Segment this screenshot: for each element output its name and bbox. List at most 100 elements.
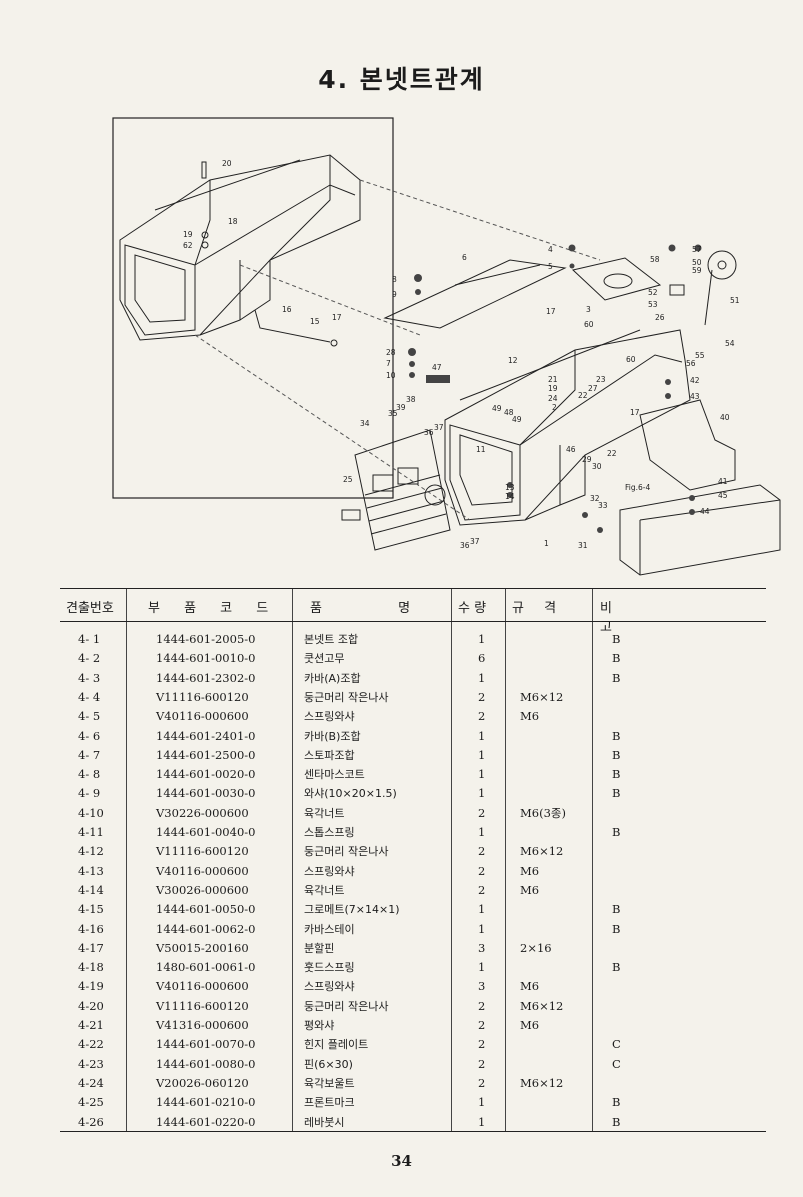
- part-qty: 1: [478, 728, 486, 743]
- part-number: 4- 5: [78, 709, 101, 724]
- part-code: 1444-601-0070-0: [156, 1037, 256, 1052]
- part-note: B: [612, 960, 621, 975]
- callout-15: 15: [310, 317, 320, 326]
- part-note: B: [612, 1095, 621, 1110]
- callout-37b: 37: [470, 537, 480, 546]
- page-title: 4. 본넷트관계: [318, 65, 485, 94]
- callout-28: 28: [386, 348, 396, 357]
- part-number: 4-17: [78, 940, 104, 955]
- part-name: 그로메트(7×14×1): [304, 903, 400, 917]
- part-qty: 2: [478, 805, 486, 820]
- part-spec: M6×12: [520, 1075, 564, 1090]
- header-no: 견출번호: [66, 601, 114, 616]
- part-name: 프론트마크: [304, 1096, 355, 1110]
- part-number: 4-14: [78, 882, 104, 897]
- part-note: C: [612, 1037, 621, 1052]
- front-mark: [341, 509, 361, 521]
- part-qty: 1: [478, 670, 486, 685]
- part-note: B: [612, 670, 621, 685]
- callout-43: 43: [690, 392, 700, 401]
- part-qty: 1: [478, 825, 486, 839]
- header-note: 비 고: [600, 601, 672, 635]
- part-qty: 1: [478, 1095, 486, 1110]
- inset-frame: [112, 117, 394, 499]
- part-number: 4-11: [78, 825, 104, 839]
- part-name: 카바(A)조합: [304, 671, 361, 685]
- part-code: 1444-601-0050-0: [156, 902, 256, 917]
- callout-13: 13: [505, 483, 515, 492]
- part-qty: 1: [478, 960, 486, 975]
- part-name: 레바붓시: [304, 1115, 345, 1129]
- part-spec: 2×16: [520, 940, 552, 955]
- part-code: V30226-000600: [156, 805, 249, 820]
- part-qty: 1: [478, 1114, 486, 1129]
- callout-21: 21: [548, 375, 558, 384]
- part-note: B: [612, 651, 621, 666]
- part-spec: M6: [520, 709, 540, 724]
- callout-54: 54: [725, 339, 735, 348]
- part-name: 스프링와샤: [304, 980, 355, 994]
- callout-45: 45: [718, 491, 728, 500]
- table-row: 4- 3 1444-601-2302-0 카바(A)조합 1 B: [60, 669, 766, 688]
- callout-17: 17: [546, 307, 556, 316]
- callout-59: 59: [692, 266, 702, 275]
- side-cover: [639, 399, 736, 491]
- part-number: 4- 3: [78, 670, 101, 685]
- part-name: 둥근머리 작은나사: [304, 690, 389, 704]
- part-code: V20026-060120: [156, 1075, 249, 1090]
- part-spec: M6(3종): [520, 805, 566, 820]
- part-note: B: [612, 1114, 621, 1129]
- callout-58: 58: [650, 255, 660, 264]
- part-code: V50015-200160: [156, 940, 249, 955]
- part-qty: 2: [478, 844, 486, 859]
- part-code: 1444-601-2500-0: [156, 747, 256, 762]
- part-spec: M6: [520, 882, 540, 897]
- callout-40: 40: [720, 413, 730, 422]
- part-code: V11116-600120: [156, 689, 249, 704]
- part-name: 센타마스코트: [304, 768, 365, 782]
- part-qty: 1: [478, 921, 486, 936]
- part-number: 4-22: [78, 1037, 104, 1052]
- part-name: 훗드스프링: [304, 961, 355, 975]
- part-name: 육각너트: [304, 806, 345, 820]
- part-code: 1444-601-0030-0: [156, 786, 256, 801]
- callout-36: 36: [424, 428, 434, 437]
- part-number: 4-19: [78, 979, 104, 994]
- part-code: 1444-601-0210-0: [156, 1095, 256, 1110]
- callout-46: 46: [566, 445, 576, 454]
- callout-11: 11: [476, 445, 486, 454]
- callout-53: 53: [648, 300, 658, 309]
- callout-24: 24: [548, 394, 558, 403]
- table-header: 견출번호 부 품 코 드 품 명 수 량 규 격 비 고: [60, 588, 766, 635]
- exploded-parts-diagram: 20 18 19 62 16 15 17 6 8 9 4 5 3 57 58 5…: [112, 117, 781, 576]
- part-name: 육각너트: [304, 883, 345, 897]
- part-qty: 1: [478, 632, 486, 646]
- callout-22: 22: [578, 391, 588, 400]
- part-name: 스프링와샤: [304, 710, 355, 724]
- part-code: 1444-601-0010-0: [156, 651, 256, 666]
- part-note: B: [612, 767, 621, 782]
- callout-22b: 22: [607, 449, 617, 458]
- callout-48: 48: [504, 408, 514, 417]
- part-code: 1444-601-2302-0: [156, 670, 256, 685]
- part-note: B: [612, 632, 621, 646]
- callout-20: 20: [222, 159, 232, 168]
- callout-47: 47: [432, 363, 442, 372]
- part-name: 핀(6×30): [304, 1057, 353, 1071]
- part-qty: 1: [478, 786, 486, 801]
- part-note: B: [612, 786, 621, 801]
- part-name: 스프링와샤: [304, 864, 355, 878]
- part-number: 4-13: [78, 863, 104, 878]
- callout-36b: 36: [460, 541, 470, 550]
- callout-33: 33: [598, 501, 608, 510]
